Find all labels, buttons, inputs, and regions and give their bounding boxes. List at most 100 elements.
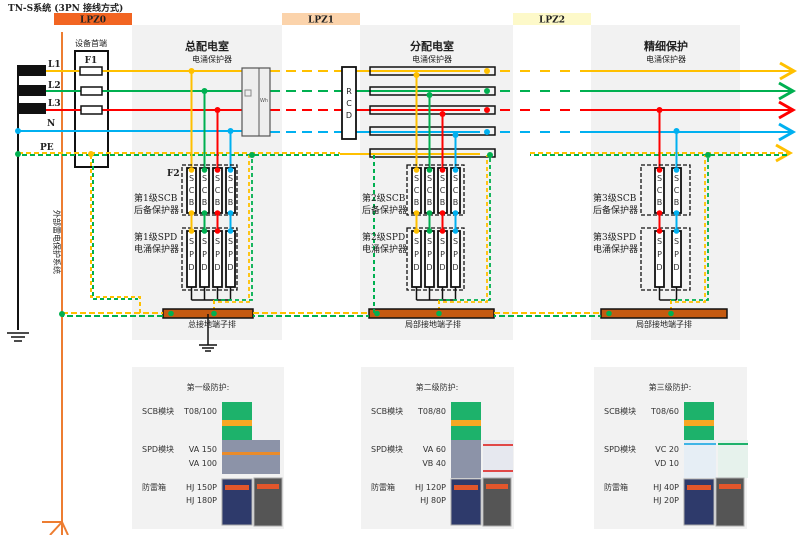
spd-model: VA 60 — [423, 445, 446, 454]
scb-letter: S — [215, 174, 220, 183]
stage2-ground-bar-label: 局部接地端子排 — [405, 319, 461, 329]
scb-letter: B — [228, 198, 234, 207]
distribution-busbars — [369, 66, 496, 158]
line-label-l1: L1 — [48, 60, 61, 70]
arrester-box-model: HJ 40P — [653, 483, 679, 492]
junction-dot — [227, 228, 234, 234]
scb-letter: B — [427, 198, 433, 207]
scb-product-image — [451, 402, 481, 440]
scb-letter: B — [453, 198, 459, 207]
stage3-ground-bar-label: 局部接地端子排 — [636, 319, 692, 329]
junction-dot — [214, 210, 221, 216]
scb-product-image — [222, 402, 252, 440]
spd-letter: D — [188, 263, 194, 272]
line-label-l3: L3 — [48, 99, 61, 109]
rcd-letter: C — [346, 99, 352, 108]
arrester-box-label: 防雷箱 — [142, 482, 166, 492]
junction-dot — [656, 210, 663, 216]
spd-product-image — [451, 440, 513, 478]
stage1-ground-bar-label: 总接地端子排 — [188, 319, 236, 329]
arrester-box-label: 防雷箱 — [371, 482, 395, 492]
spd-letter: S — [440, 237, 445, 246]
spd-letter: P — [657, 250, 662, 259]
scb-letter: C — [202, 186, 208, 195]
panel-fine-protection — [591, 25, 740, 340]
junction-dot — [227, 167, 234, 173]
junction-dot — [452, 228, 459, 234]
junction-dot — [484, 68, 490, 74]
junction-dot — [201, 167, 208, 173]
junction-dot — [426, 210, 433, 216]
external-lightning-label: 外部雷电保护系统 — [52, 210, 62, 274]
line-label-pe: PE — [40, 143, 54, 153]
ground-terminal-bar — [368, 308, 495, 319]
spd-letter: S — [657, 237, 662, 246]
scb-letter: S — [427, 174, 432, 183]
zone-lpz2: LPZ2 — [513, 13, 591, 26]
spd-model: VB 40 — [422, 459, 446, 468]
scb-product-image — [684, 402, 714, 440]
transformer-source — [17, 65, 46, 330]
spd-letter: S — [228, 237, 233, 246]
arrester-box-product-image — [683, 477, 745, 527]
rcd-letter: R — [346, 87, 352, 96]
spd-group-box — [181, 227, 238, 291]
scb-letter: C — [440, 186, 446, 195]
f2-label: F2 — [167, 169, 180, 179]
scb-model: T08/100 — [183, 407, 217, 416]
spd-letter: S — [674, 237, 679, 246]
svg-text:LPZ0: LPZ0 — [80, 16, 106, 26]
spd-letter: D — [214, 263, 220, 272]
ground-terminal-bar — [600, 308, 728, 319]
spd-letter: P — [427, 250, 432, 259]
ground-icon — [7, 332, 29, 342]
junction-dot — [656, 167, 663, 173]
spd-letter: S — [414, 237, 419, 246]
equipment-head-label: 设备首端 — [75, 38, 107, 48]
junction-dot — [484, 129, 490, 135]
spd-model: VA 150 — [189, 445, 217, 454]
spd-letter: D — [413, 263, 419, 272]
arrester-box-model: HJ 180P — [186, 496, 217, 505]
scb-letter: B — [657, 198, 663, 207]
stage3-title: 精细保护 — [644, 39, 688, 53]
scb-module-label: SCB模块 — [142, 406, 174, 416]
spd-letter: P — [202, 250, 207, 259]
scb-letter: B — [189, 198, 195, 207]
scb-letter: S — [202, 174, 207, 183]
product-stage-title: 第二级防护: — [416, 382, 459, 392]
scb-letter: B — [674, 198, 680, 207]
spd-model: VC 20 — [655, 445, 679, 454]
scb-letter: C — [674, 186, 680, 195]
stage2-spd-label: 第2级SPD — [362, 231, 405, 243]
junction-dot — [413, 210, 420, 216]
arrester-box-product-image — [221, 477, 283, 527]
f1-fuses — [79, 66, 103, 115]
scb-group-box — [640, 164, 691, 216]
spd-letter: D — [656, 263, 662, 272]
spd-product-image — [684, 440, 748, 478]
spd-letter: P — [414, 250, 419, 259]
scb-letter: S — [414, 174, 419, 183]
stage2-scb-label: 第2级SCB — [362, 192, 406, 204]
line-label-n: N — [47, 119, 55, 129]
junction-dot — [227, 128, 234, 134]
junction-dot — [413, 228, 420, 234]
zone-lpz0: LPZ0 — [54, 13, 132, 26]
scb-letter: B — [414, 198, 420, 207]
scb-letter: C — [414, 186, 420, 195]
scb-letter: B — [440, 198, 446, 207]
spd-letter: P — [215, 250, 220, 259]
scb-module-label: SCB模块 — [371, 406, 403, 416]
scb-group-box — [181, 164, 238, 216]
spd-letter: P — [228, 250, 233, 259]
junction-dot — [214, 228, 221, 234]
junction-dot — [413, 72, 420, 78]
junction-dot — [452, 132, 459, 138]
stage1-spd-label: 第1级SPD — [134, 231, 177, 243]
junction-dot — [656, 107, 663, 113]
